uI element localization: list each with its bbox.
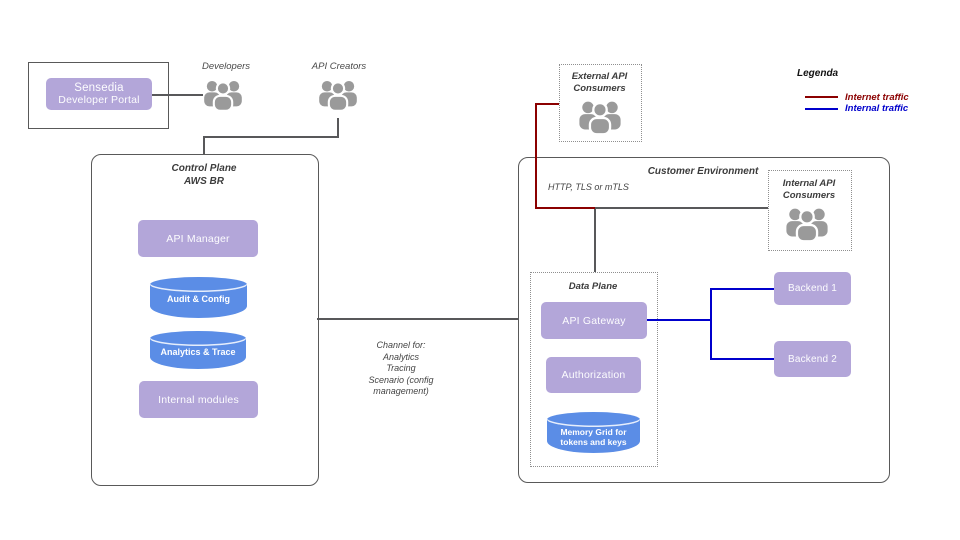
api-manager-node: API Manager [138, 220, 258, 257]
memory-grid-label: Memory Grid for tokens and keys [547, 427, 640, 448]
external-consumers-title: External API Consumers [559, 71, 640, 94]
channel-note-line2: Analytics [382, 351, 419, 362]
channel-note-line4: Scenario (config [368, 374, 434, 385]
external-consumers-line1: External API [571, 71, 628, 82]
api-gateway-node: API Gateway [541, 302, 647, 339]
backend2-node: Backend 2 [774, 341, 851, 377]
api-creators-label: API Creators [311, 61, 367, 72]
control-plane-title-line2: AWS BR [184, 175, 224, 187]
analytics-trace-label: Analytics & Trace [160, 346, 236, 357]
internal-line-backend2 [712, 358, 774, 360]
control-plane-box [91, 154, 319, 486]
protocol-label: HTTP, TLS or mTLS [548, 182, 629, 192]
legend-internet-line [805, 96, 838, 98]
external-consumers-icon [579, 101, 621, 136]
internal-consumers-title: Internal API Consumers [768, 178, 850, 201]
portal-name-line1: Sensedia [74, 82, 124, 94]
channel-note-line1: Channel for: [376, 340, 426, 350]
connector-down-to-dataplane [594, 208, 596, 272]
internet-line-bottom [537, 207, 595, 209]
customer-environment-title: Customer Environment [647, 166, 759, 177]
connector-into-controlplane [203, 136, 205, 155]
internal-modules-label: Internal modules [158, 393, 239, 406]
data-plane-title: Data Plane [568, 281, 618, 292]
internal-line-gateway [647, 319, 712, 321]
internal-line-vertical [710, 288, 712, 360]
api-creators-icon [319, 81, 357, 112]
memory-grid-line2: tokens and keys [560, 437, 627, 448]
internal-consumers-line2: Consumers [782, 189, 836, 201]
legend-title: Legenda [797, 68, 839, 79]
connector-channel [317, 318, 519, 320]
developers-icon [204, 81, 242, 112]
connector-portal-developers [152, 94, 203, 96]
audit-config-cylinder: Audit & Config [150, 277, 247, 318]
api-manager-label: API Manager [166, 232, 230, 245]
authorization-node: Authorization [546, 357, 641, 393]
legend-internal-line [805, 108, 838, 110]
portal-name-line2: Developer Portal [58, 94, 140, 106]
backend1-node: Backend 1 [774, 272, 851, 305]
connector-apicreators-down [337, 118, 339, 138]
audit-config-label: Audit & Config [167, 294, 230, 305]
connector-internal-consumers [595, 207, 768, 209]
external-consumers-line2: Consumers [573, 82, 626, 94]
control-plane-title: Control Plane AWS BR [91, 163, 317, 188]
internal-line-backend1 [712, 288, 774, 290]
internal-consumers-icon [786, 208, 828, 243]
connector-apicreators-across [203, 136, 339, 138]
memory-grid-line1: Memory Grid for [560, 426, 627, 437]
api-gateway-label: API Gateway [562, 314, 626, 327]
legend-internal-label: Internal traffic [845, 103, 909, 114]
channel-note: Channel for: Analytics Tracing Scenario … [345, 340, 457, 398]
legend-internet-label: Internet traffic [845, 92, 909, 103]
memory-grid-cylinder: Memory Grid for tokens and keys [547, 412, 640, 453]
developers-label: Developers [201, 61, 251, 72]
authorization-label: Authorization [561, 369, 626, 381]
customer-environment-box [518, 157, 890, 483]
control-plane-title-line1: Control Plane [171, 163, 237, 174]
channel-note-line3: Tracing [386, 363, 416, 373]
internal-consumers-line1: Internal API [782, 178, 836, 189]
developer-portal-node: Sensedia Developer Portal [46, 78, 152, 110]
internet-line-vertical [535, 103, 537, 209]
backend1-label: Backend 1 [787, 283, 838, 294]
internal-modules-node: Internal modules [139, 381, 258, 418]
backend2-label: Backend 2 [787, 353, 838, 365]
internet-line-top [535, 103, 559, 105]
channel-note-line5: management) [373, 386, 429, 396]
analytics-trace-cylinder: Analytics & Trace [150, 331, 246, 369]
